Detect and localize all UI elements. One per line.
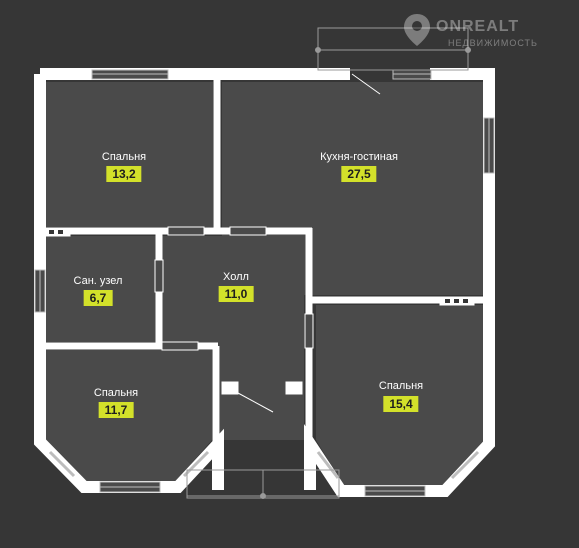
window-br-diag [316,451,340,479]
room-label-kitchen-living: Кухня-гостиная [320,151,398,163]
vent-bath [43,227,71,237]
door-entrance [237,392,274,413]
door-bath [154,259,164,293]
room-label-bedroom-top-left: Спальня [101,151,147,163]
balcony [315,27,471,71]
window-bl-diag2 [182,450,210,478]
area-badge-bathroom: 6,7 [83,290,113,306]
outer-wall-top-right [304,68,495,497]
door-entrance-jamb-left [221,381,239,395]
door-bedroom-br [304,313,314,349]
door-balcony [351,73,381,95]
floor-bathroom [45,236,156,342]
area-badge-bedroom-bottom-left: 11,7 [98,402,134,418]
porch [186,469,340,499]
map-pin-icon [404,14,430,46]
room-label-bedroom-bottom-right: Спальня [378,380,424,392]
door-bedroom-tl [167,226,205,236]
floor-bedroom-top-left [45,82,213,227]
doors [221,73,381,413]
window-br-diag2 [450,450,480,480]
vent-dots [49,230,468,303]
door-kitchen [229,226,267,236]
window-bl-diag [48,450,76,478]
room-label-hall: Холл [223,271,249,283]
room-label-bedroom-bottom-left: Спальня [93,387,139,399]
area-badge-kitchen-living: 27,5 [341,166,377,182]
door-entrance-jamb-right [285,381,303,395]
room-label-bathroom: Сан. узел [73,275,123,287]
area-badge-bedroom-bottom-right: 15,4 [383,396,419,412]
watermark-subtitle: НЕДВИЖИМОСТЬ [448,38,538,48]
windows [34,69,495,497]
door-bedroom-bl [161,341,199,351]
area-badge-hall: 11,0 [218,286,254,302]
floor-hall-corridor [220,346,304,440]
floor-kitchen-living-lower [312,222,483,295]
area-badge-bedroom-top-left: 13,2 [106,166,142,182]
watermark-brand: ONREALT [436,18,520,35]
watermark: ONREALT НЕДВИЖИМОСТЬ [400,12,570,52]
